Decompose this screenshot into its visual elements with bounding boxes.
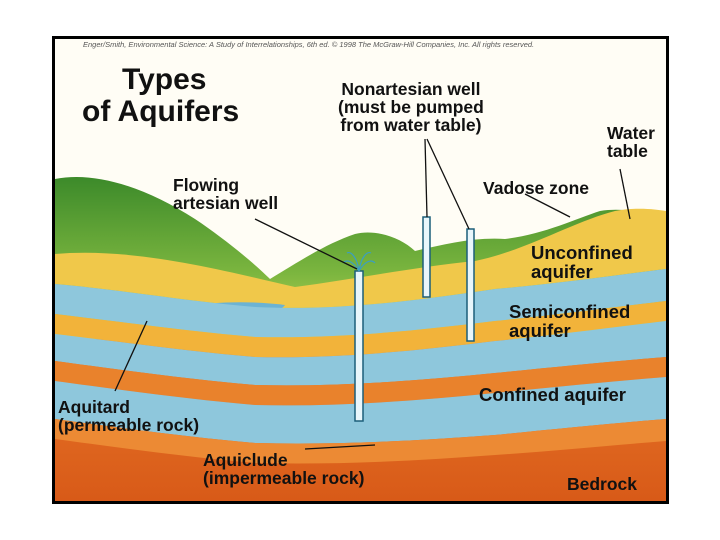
label-vadose-zone: Vadose zone — [483, 180, 589, 198]
label-aquiclude: Aquiclude (impermeable rock) — [203, 452, 364, 488]
label-unconfined-aquifer: Unconfined aquifer — [531, 244, 633, 282]
nonartesian-well-1 — [423, 217, 430, 297]
nonartesian-well-2 — [467, 229, 474, 341]
label-flowing-artesian-well: Flowing artesian well — [173, 177, 278, 213]
label-aquitard: Aquitard (permeable rock) — [58, 399, 199, 435]
title-line-2: of Aquifers — [82, 96, 239, 128]
label-confined-aquifer: Confined aquifer — [479, 386, 626, 405]
label-water-table: Water table — [607, 125, 655, 161]
title-line-1: Types — [82, 64, 239, 96]
diagram-title: Types of Aquifers — [82, 64, 239, 127]
label-semiconfined-aquifer: Semiconfined aquifer — [509, 303, 630, 341]
flowing-artesian-well — [355, 271, 363, 421]
diagram-frame: Enger/Smith, Environmental Science: A St… — [52, 36, 669, 504]
copyright-notice: Enger/Smith, Environmental Science: A St… — [83, 40, 643, 49]
label-nonartesian-well: Nonartesian well (must be pumped from wa… — [338, 81, 484, 135]
label-bedrock: Bedrock — [567, 476, 637, 494]
